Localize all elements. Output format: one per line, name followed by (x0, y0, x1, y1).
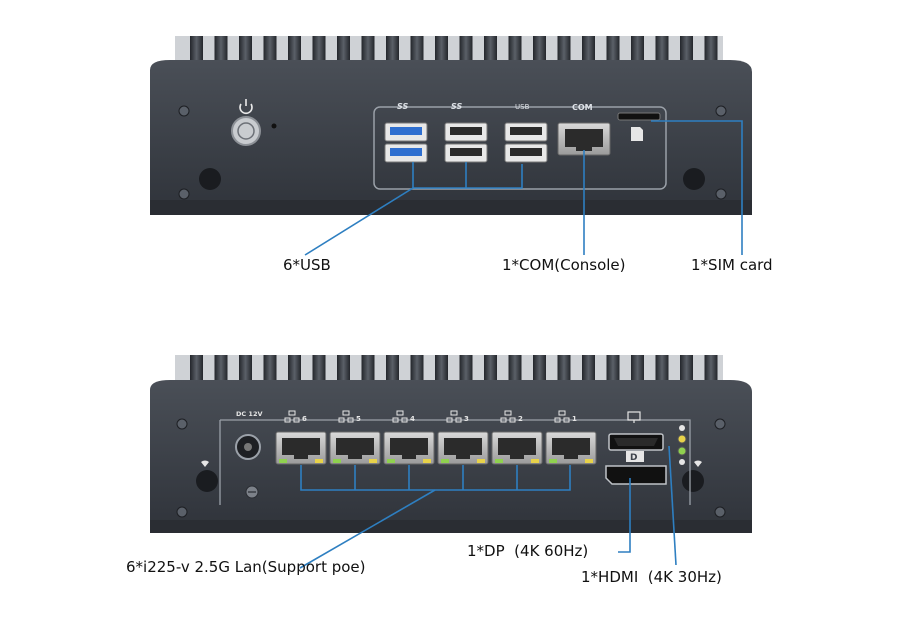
hdmi-callout-label: 1*HDMI (4K 30Hz) (581, 568, 722, 586)
lan-icon (338, 410, 354, 423)
usb2-port[interactable] (504, 122, 548, 142)
usb2-port[interactable] (444, 122, 488, 142)
callout-lines-bottom (299, 445, 677, 569)
bottom-device: DC 12V 6 5 4 3 2 1 D (150, 355, 752, 533)
power-icon (239, 99, 253, 115)
svg-text:D: D (630, 453, 637, 463)
lan-port[interactable] (275, 431, 327, 465)
com-label: COM (572, 103, 593, 112)
usb-port-group (384, 122, 548, 163)
usb3-label-2: SS (451, 102, 462, 111)
usb3-port[interactable] (384, 122, 428, 142)
dp-callout-label: 1*DP (4K 60Hz) (467, 542, 589, 560)
callout-lines-top (304, 120, 743, 256)
lan-number: 4 (410, 415, 415, 423)
lan-port-group: 6 5 4 3 2 1 (275, 410, 597, 465)
hdmi-port[interactable] (608, 433, 664, 451)
lan-port[interactable] (437, 431, 489, 465)
top-device: SS SS USB COM (150, 36, 752, 215)
dc-power-jack[interactable] (235, 434, 261, 460)
lan-port[interactable] (491, 431, 543, 465)
lan-port[interactable] (329, 431, 381, 465)
usb2-port[interactable] (444, 143, 488, 163)
lan-number: 1 (572, 415, 577, 423)
sim-callout-label: 1*SIM card (691, 256, 773, 274)
mount-hole-left (199, 168, 221, 190)
screws-bottom (176, 418, 726, 518)
sim-card-slot[interactable] (617, 112, 661, 121)
lan-icon (500, 410, 516, 423)
power-button[interactable] (231, 116, 277, 146)
lan-icon (446, 410, 462, 423)
usb-callout-label: 6*USB (283, 256, 331, 274)
lan-port[interactable] (545, 431, 597, 465)
lan-icon (554, 410, 570, 423)
lan-number: 2 (518, 415, 523, 423)
io-bay-outline (373, 106, 667, 190)
wifi-antenna-icon (201, 460, 702, 467)
status-leds (677, 425, 687, 465)
lan-number: 3 (464, 415, 469, 423)
com-callout-label: 1*COM(Console) (502, 256, 626, 274)
display-port-icon: D (626, 451, 644, 463)
lan-port[interactable] (383, 431, 435, 465)
monitor-icon (627, 411, 641, 423)
usb3-label-1: SS (397, 102, 408, 111)
usb2-port[interactable] (504, 143, 548, 163)
mount-hole-right (683, 168, 705, 190)
mount-hole-left-bottom (196, 470, 218, 492)
lan-icon (284, 410, 300, 423)
ground-screw (245, 485, 259, 499)
displayport-port[interactable] (605, 465, 667, 485)
dc-power-label: DC 12V (236, 410, 263, 418)
lan-number: 5 (356, 415, 361, 423)
usb3-port[interactable] (384, 143, 428, 163)
screws-top (178, 105, 727, 200)
mount-hole-right-bottom (682, 470, 704, 492)
usb2-label: USB (515, 103, 530, 111)
sim-icon (631, 127, 643, 141)
lan-number: 6 (302, 415, 307, 423)
io-bay-outline-bottom (219, 419, 691, 505)
lan-icon (392, 410, 408, 423)
lan-callout-label: 6*i225-v 2.5G Lan(Support poe) (126, 558, 366, 576)
